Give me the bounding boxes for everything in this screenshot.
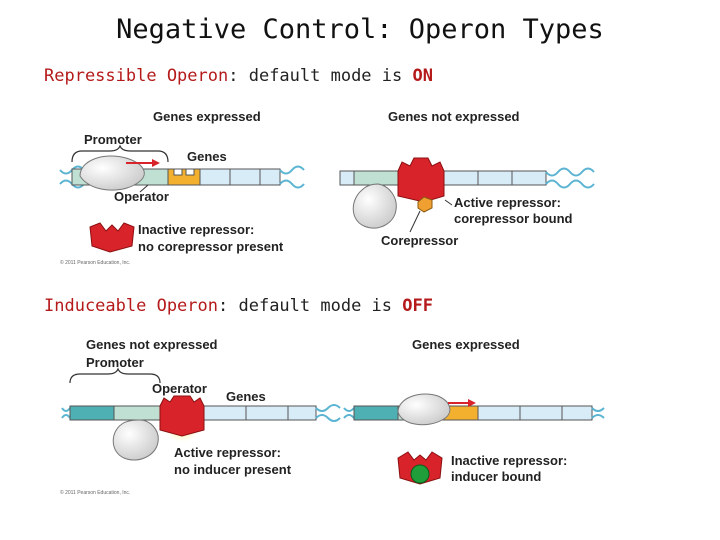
copyright-text: © 2011 Pearson Education, Inc. bbox=[60, 259, 130, 266]
inactive-repressor-label-line2: inducer bound bbox=[451, 469, 541, 484]
active-repressor-label-line2: no inducer present bbox=[174, 462, 292, 477]
corepressor-pointer bbox=[409, 210, 421, 233]
inducible-left-panel: Genes not expressed Promoter Operator Ge… bbox=[60, 337, 341, 496]
rna-polymerase bbox=[397, 393, 451, 426]
operator-region bbox=[167, 168, 201, 186]
repressible-colon: : bbox=[228, 66, 239, 86]
inducible-colon: : bbox=[218, 296, 229, 316]
transcription-arrow bbox=[448, 399, 476, 407]
operator-pointer bbox=[139, 184, 149, 193]
inducible-heading: Induceable Operon: default mode is OFF bbox=[44, 296, 433, 316]
promoter-region-2 bbox=[113, 405, 161, 421]
active-repressor-label-line2: corepressor bound bbox=[454, 211, 573, 226]
repressor-pointer bbox=[444, 199, 453, 206]
repressible-right-panel: Genes not expressed Active repressor: co… bbox=[339, 109, 595, 248]
active-repressor-label-line1: Active repressor: bbox=[174, 445, 281, 460]
gene-segment bbox=[511, 170, 547, 186]
active-repressor bbox=[159, 395, 205, 437]
dna-helix-right bbox=[279, 165, 305, 189]
repressible-left-state-label: Genes expressed bbox=[153, 109, 261, 124]
dna-helix-left bbox=[343, 407, 355, 419]
inactive-repressor bbox=[89, 222, 135, 253]
active-repressor-label-line1: Active repressor: bbox=[454, 195, 561, 210]
gene-segment bbox=[259, 168, 281, 186]
gene-segment bbox=[519, 405, 563, 421]
inducible-right-state-label: Genes expressed bbox=[412, 337, 520, 352]
gene-segment bbox=[245, 405, 289, 421]
inducer-molecule bbox=[410, 464, 430, 484]
slide-title: Negative Control: Operon Types bbox=[116, 14, 604, 45]
dna-helix-right bbox=[545, 167, 595, 189]
dna-helix-right bbox=[591, 407, 605, 419]
repressor-label-line1: Inactive repressor: bbox=[138, 222, 254, 237]
rna-polymerase bbox=[352, 183, 397, 229]
inducible-operon-name: Induceable Operon bbox=[44, 296, 218, 316]
promoter-region bbox=[353, 405, 399, 421]
corepressor-label: Corepressor bbox=[381, 233, 458, 248]
gene-segment bbox=[477, 170, 513, 186]
genes-label: Genes bbox=[187, 149, 227, 164]
gene-segment bbox=[561, 405, 593, 421]
active-repressor bbox=[397, 157, 445, 203]
copyright-text: © 2011 Pearson Education, Inc. bbox=[60, 489, 130, 496]
inactive-repressor-label-line1: Inactive repressor: bbox=[451, 453, 567, 468]
rna-polymerase bbox=[112, 419, 159, 461]
repressible-mode-text: default mode is bbox=[238, 66, 413, 86]
gene-segment bbox=[203, 405, 247, 421]
corepressor-molecule bbox=[417, 196, 433, 213]
rna-polymerase bbox=[79, 155, 145, 191]
promoter-region bbox=[353, 170, 399, 186]
operator-label: Operator bbox=[114, 189, 169, 204]
repressor-label-line2: no corepressor present bbox=[138, 239, 284, 254]
operator-label: Operator bbox=[152, 381, 207, 396]
gene-segment bbox=[477, 405, 521, 421]
transcription-arrow bbox=[126, 159, 160, 167]
dna-helix-right bbox=[315, 404, 341, 422]
gene-segment bbox=[229, 168, 261, 186]
repressible-right-state-label: Genes not expressed bbox=[388, 109, 520, 124]
inducible-left-state-label: Genes not expressed bbox=[86, 337, 218, 352]
repressible-operon-name: Repressible Operon bbox=[44, 66, 229, 86]
dna-helix-left bbox=[61, 407, 71, 419]
gene-segment bbox=[443, 170, 479, 186]
promoter-bracket bbox=[71, 144, 169, 163]
repressible-left-panel: Genes expressed Promoter Genes bbox=[59, 109, 305, 266]
gene-segment bbox=[199, 168, 231, 186]
promoter-bracket bbox=[69, 367, 161, 384]
genes-label: Genes bbox=[226, 389, 266, 404]
inducible-mode-text: default mode is bbox=[228, 296, 403, 316]
inducible-right-panel: Genes expressed Inactive repressor: bbox=[343, 337, 605, 485]
inducible-mode-value: OFF bbox=[402, 296, 433, 316]
promoter-region bbox=[69, 405, 115, 421]
repressible-mode-value: ON bbox=[412, 66, 433, 86]
repressible-heading: Repressible Operon: default mode is ON bbox=[44, 66, 433, 86]
promoter-label: Promoter bbox=[86, 355, 144, 370]
promoter-label: Promoter bbox=[84, 132, 142, 147]
gene-segment bbox=[287, 405, 317, 421]
dna-end bbox=[339, 170, 355, 186]
